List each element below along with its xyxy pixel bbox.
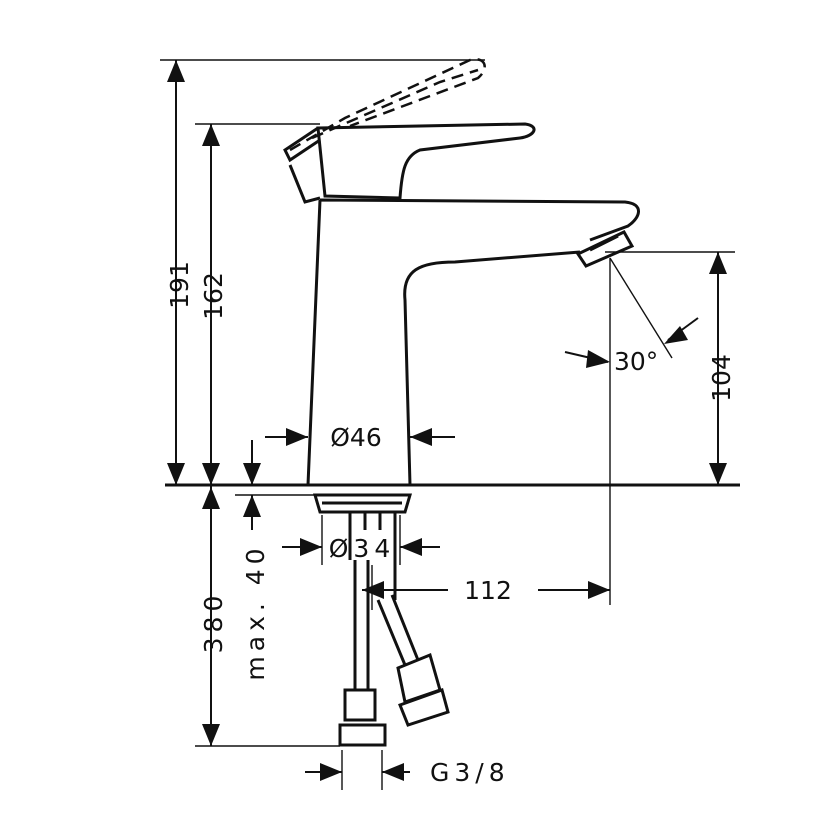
threaded-stem xyxy=(348,512,397,600)
arrow-112-left xyxy=(362,581,384,599)
dimension-labels: 191 162 380 max. 40 104 112 Ø46 Ø34 G3/8… xyxy=(165,261,736,787)
label-diameter-46: Ø46 xyxy=(330,423,382,452)
label-angle: 30° xyxy=(614,347,658,376)
arrow-34-left xyxy=(300,538,322,556)
label-112: 112 xyxy=(464,576,512,605)
arrow-46-left xyxy=(286,428,308,446)
lever xyxy=(283,122,536,204)
faucet-body xyxy=(165,198,740,487)
arrow-max40-top xyxy=(243,463,261,485)
label-162: 162 xyxy=(199,272,228,320)
label-thread: G3/8 xyxy=(430,758,510,787)
arrow-104-bottom xyxy=(709,463,727,485)
arrow-max40-bottom xyxy=(243,495,261,517)
dimension-lines xyxy=(160,59,735,790)
arrow-g38-left xyxy=(320,763,342,781)
arrow-112-right xyxy=(588,581,610,599)
mounting-nut xyxy=(312,493,413,514)
label-104: 104 xyxy=(707,354,736,402)
body-outline xyxy=(306,198,640,486)
arrow-162-bottom xyxy=(202,463,220,485)
angle-ray xyxy=(609,257,673,359)
arrow-380-bottom xyxy=(202,724,220,746)
hose-right xyxy=(376,594,450,727)
aerator xyxy=(575,230,635,268)
lever-dashed-inner xyxy=(311,68,479,140)
arrow-34-right xyxy=(400,538,422,556)
arrow-angle-left xyxy=(586,350,610,368)
arrow-380-top xyxy=(202,487,220,509)
arrow-104-top xyxy=(709,252,727,274)
label-diameter-34: Ø34 xyxy=(329,534,396,563)
lever-neck xyxy=(283,126,321,204)
label-191: 191 xyxy=(165,261,194,309)
arrow-191-top xyxy=(167,60,185,82)
arrow-g38-right xyxy=(382,763,404,781)
arrow-angle-right xyxy=(664,326,688,344)
arrow-191-bottom xyxy=(167,463,185,485)
hose-left xyxy=(338,560,387,747)
label-380: 380 xyxy=(199,591,228,654)
arrow-162-top xyxy=(202,124,220,146)
mounting-hardware xyxy=(312,493,450,747)
arrow-46-right xyxy=(410,428,432,446)
label-max40: max. 40 xyxy=(241,543,270,680)
lever-solid xyxy=(316,122,536,200)
